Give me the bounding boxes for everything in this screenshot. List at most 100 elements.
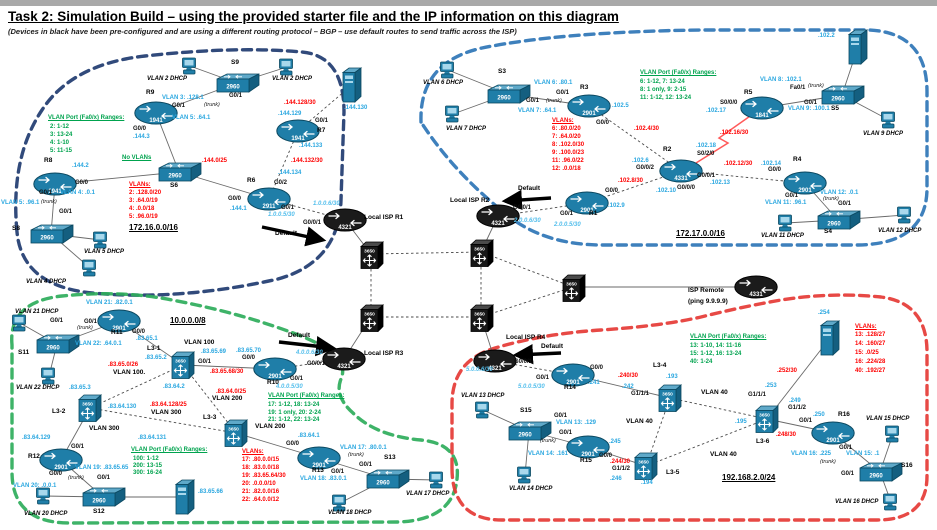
default-route-arrow-icon xyxy=(501,189,552,211)
switch-arrows-icon xyxy=(495,85,513,90)
port-label: G0/1 xyxy=(172,103,186,109)
model-label: 3650 xyxy=(638,460,649,466)
region-border-site-172-17 xyxy=(419,28,929,247)
trunk-label: (trunk) xyxy=(77,325,93,331)
switch-arrows-icon xyxy=(90,488,108,493)
router-r2: 4331 xyxy=(659,159,703,183)
ip-label: .242 xyxy=(622,384,634,390)
network-label: 172.16.0.0/16 xyxy=(129,223,178,232)
model-label: 2960 xyxy=(827,222,841,228)
ip-label: .83.64.129 xyxy=(22,435,51,441)
ip-label: .83.65.3 xyxy=(69,385,91,391)
port-label: G0/0/0 xyxy=(677,185,696,191)
port-label: G0/1 xyxy=(229,93,243,99)
device-label: R5 xyxy=(744,89,753,96)
subnet-label: 11: .96.0/22 xyxy=(552,158,584,164)
trunk-label: (trunk) xyxy=(41,199,57,205)
pc-pc-vlan2-a xyxy=(180,57,200,76)
port-label: G0/0 xyxy=(596,120,610,126)
router-arrows-icon xyxy=(816,425,850,440)
port-label: Fa0/1 xyxy=(790,85,806,91)
pc-label: VLAN 15 DHCP xyxy=(866,416,910,422)
pc-pc-vlan15 xyxy=(883,425,903,444)
router-arrows-icon xyxy=(258,361,292,376)
vlan-port-range: 40: 1-24 xyxy=(690,359,713,365)
device-label: S13 xyxy=(384,454,396,461)
vlan-port-range: 200: 13-15 xyxy=(133,463,163,469)
ip-label: .83.65.1 xyxy=(136,336,158,342)
pc-pc-vlan16 xyxy=(881,493,901,512)
ip-label: VLAN 3: .128.1 xyxy=(162,95,204,101)
pc-pc-vlan13 xyxy=(473,401,493,420)
device-label: Local ISP R3 xyxy=(364,350,404,357)
switch-s11: 2960 xyxy=(34,334,80,354)
multilayer-switch-arrows-icon xyxy=(757,418,772,431)
model-label: 2901 xyxy=(798,188,812,194)
router-r9: 1941 xyxy=(134,101,178,125)
device-label: VLAN 40 xyxy=(701,389,728,396)
model-label: 3650 xyxy=(82,402,93,408)
router-arrows-icon xyxy=(572,98,606,113)
default-route-arrow-icon xyxy=(261,225,327,247)
subnet-label: 40: .192/27 xyxy=(855,368,886,374)
trunk-label: (trunk) xyxy=(204,102,220,108)
router-r4: 2901 xyxy=(783,171,827,195)
port-label: G1/1/1 xyxy=(748,392,767,398)
pc-pc-vlan12 xyxy=(895,206,915,225)
router-arrows-icon xyxy=(664,163,698,178)
port-label: G0/1 xyxy=(71,444,85,450)
pc-label: VLAN 20 DHCP xyxy=(24,511,68,517)
diagram-title: Task 2: Simulation Build – using the pro… xyxy=(8,9,619,24)
ip-label: .83.64.130 xyxy=(108,404,137,410)
layer3-switch-l3-4: 3650 xyxy=(657,384,683,412)
model-label: 2960 xyxy=(831,97,845,103)
ip-label: VLAN 21: .82.0.1 xyxy=(86,300,133,306)
switch-s6: 2960 xyxy=(156,162,202,182)
model-label: 3650 xyxy=(759,413,770,419)
model-label: 4321 xyxy=(491,221,505,227)
ip-label: .144.133 xyxy=(299,143,323,149)
isp-router-isp-r1: 4321 xyxy=(323,208,367,232)
subnet-label: .83.65.0/26 xyxy=(108,362,139,368)
pc-pc-vlan2-b xyxy=(277,58,297,77)
port-label: G0/1 xyxy=(554,413,568,419)
ip-label: .144.134 xyxy=(278,170,302,176)
router-arrows-icon xyxy=(570,195,604,210)
network-label: 192.168.2.0/24 xyxy=(722,473,776,482)
multilayer-switch-arrows-icon xyxy=(472,252,487,265)
ip-label: VLAN 22: .64.0.1 xyxy=(75,341,122,347)
network-link xyxy=(89,364,184,409)
device-label: R14 xyxy=(564,384,576,391)
router-r5: 1841 xyxy=(740,96,784,120)
port-label: S0/0/0 xyxy=(720,100,738,106)
port-label: G0/1 xyxy=(839,445,853,451)
ip-label: .102.10 xyxy=(656,188,677,194)
isp-router-isp-remote: 4331 xyxy=(734,275,778,299)
port-label: G1/1/2 xyxy=(612,466,631,472)
router-r11: 2901 xyxy=(97,309,141,333)
isp-ip-label: 5.0.0.6/30 xyxy=(466,367,493,373)
pc-label: VLAN 7 DHCP xyxy=(446,126,487,132)
pc-label: VLAN 2 DHCP xyxy=(272,76,313,82)
port-label: G0/0 xyxy=(75,180,89,186)
device-label: S12 xyxy=(93,508,105,515)
diagram-subtitle: (Devices in black have been pre-configur… xyxy=(8,27,517,36)
ip-label: .193 xyxy=(666,374,678,380)
device-label: L3-4 xyxy=(653,362,667,369)
subnet-label: 12: .0.0/18 xyxy=(552,166,581,172)
ip-label: VLAN 9: .100.1 xyxy=(788,106,830,112)
vlan-port-range-title: VLAN Port (Fa0/x) Ranges: xyxy=(48,115,125,121)
vlan-port-range: 19: 1 only, 20: 2-24 xyxy=(268,410,321,416)
router-arrows-icon xyxy=(478,353,512,368)
port-label: G0/0 xyxy=(605,188,619,194)
model-label: 2960 xyxy=(226,85,240,91)
subnet-label: 17: .80.0.0/15 xyxy=(242,457,280,463)
ip-label: .83.64.2 xyxy=(163,384,185,390)
vlan-port-range-title: VLAN Port (Fa0/x) Ranges: xyxy=(690,334,767,340)
device-label: S6 xyxy=(170,182,178,189)
device-label: VLAN 100 xyxy=(184,339,215,346)
switch-s5: 2960 xyxy=(819,85,865,105)
subnet-label: 20: .0.0.0/10 xyxy=(242,481,276,487)
switch-s13: 2960 xyxy=(364,469,410,489)
